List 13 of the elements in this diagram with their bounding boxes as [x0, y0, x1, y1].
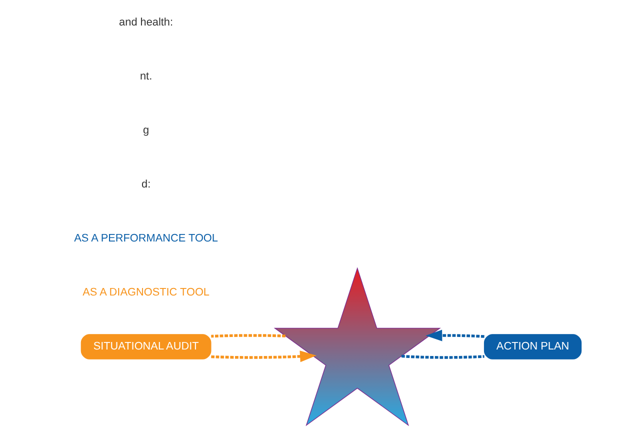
label: d: [141, 178, 150, 190]
arrow [425, 330, 484, 342]
connector [210, 334, 285, 338]
connector [400, 354, 484, 359]
label: g [142, 124, 149, 137]
label: AS A PERFORMANCE TOOL [74, 232, 218, 244]
label: nt. [139, 70, 152, 83]
node-star [273, 267, 440, 426]
label: and health: [118, 16, 173, 29]
arrow [210, 350, 316, 362]
node-box: ACTION PLAN [483, 334, 582, 360]
node-box: SITUATIONAL AUDIT [80, 334, 211, 360]
label: AS A DIAGNOSTIC TOOL [82, 286, 209, 298]
